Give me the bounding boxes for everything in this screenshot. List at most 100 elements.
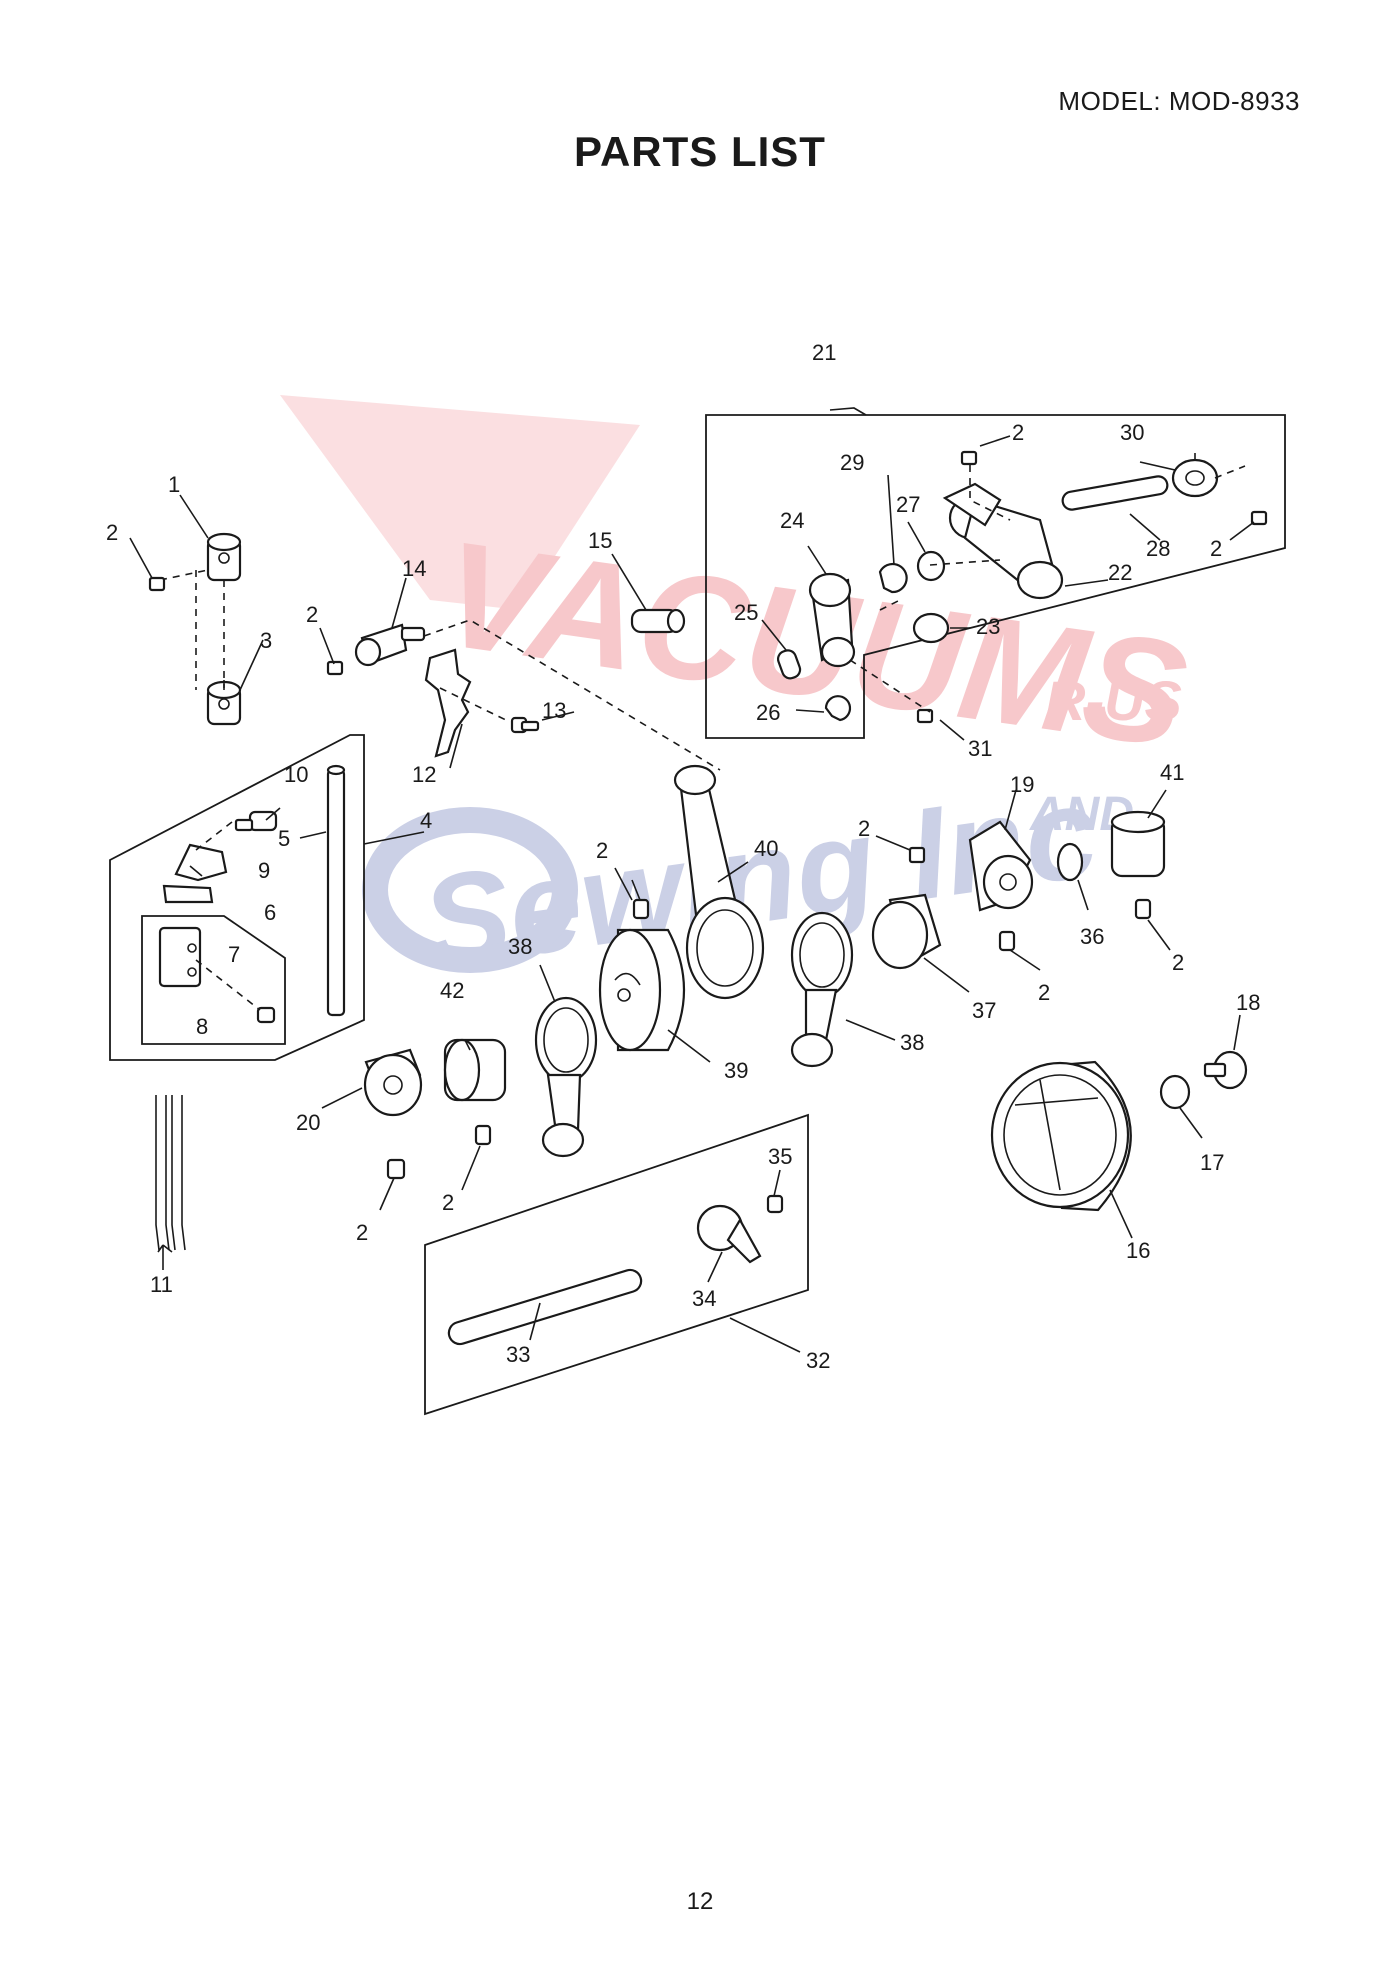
pin-part-25: [776, 649, 802, 680]
callout-2: 2: [1038, 980, 1050, 1005]
cam-part-20: [363, 1048, 423, 1117]
thread-guide-part-9: [162, 843, 228, 904]
group-box-32: [424, 1113, 809, 1416]
set-screw: [474, 1124, 492, 1146]
cam-part-37: [871, 893, 942, 970]
callout-37: 37: [972, 998, 996, 1023]
leader-line: [541, 711, 575, 721]
set-screw: [632, 898, 650, 920]
callout-2: 2: [858, 816, 870, 841]
leader-line: [1147, 919, 1171, 951]
leader-line: [157, 1244, 173, 1270]
callout-38: 38: [900, 1030, 924, 1055]
callout-2: 2: [306, 602, 318, 627]
callout-9: 9: [258, 858, 270, 883]
leader-line: [875, 835, 911, 851]
leader-line: [1233, 1014, 1241, 1051]
callout-19: 19: [1010, 772, 1034, 797]
cam-part-19: [968, 820, 1034, 912]
callout-27: 27: [896, 492, 920, 517]
leader-line: [887, 474, 895, 566]
leader-line: [923, 957, 970, 993]
group-box-6: [141, 915, 286, 1045]
bushing-part-42: [443, 1038, 507, 1102]
callout-35: 35: [768, 1144, 792, 1169]
leader-line: [319, 627, 335, 665]
leader-line: [1077, 879, 1089, 911]
screw-part-31: [916, 708, 934, 724]
leader-line: [265, 807, 281, 821]
page-number: 12: [686, 1888, 714, 1915]
leader-line: [773, 1169, 781, 1197]
leader-line: [391, 577, 407, 629]
callout-26: 26: [756, 700, 780, 725]
callout-32: 32: [806, 1348, 830, 1373]
collar-part-1: [206, 532, 242, 582]
leader-line: [299, 831, 327, 839]
assembly-guide-lines: [195, 821, 261, 1011]
assembly-guide-lines: [423, 619, 721, 771]
callout-21: 21: [812, 340, 836, 365]
callout-34: 34: [692, 1286, 716, 1311]
screw-part-18: [1203, 1050, 1248, 1090]
leader-line: [979, 435, 1011, 447]
pulley-part-16: [990, 1060, 1132, 1212]
collar-part-30: [1171, 458, 1219, 498]
screw-part-35: [766, 1194, 784, 1214]
leader-line: [795, 709, 825, 713]
leader-line: [845, 1019, 896, 1041]
rod-part-38-left: [534, 996, 598, 1158]
callout-40: 40: [754, 836, 778, 861]
callout-7: 7: [228, 942, 240, 967]
set-screw: [998, 930, 1016, 952]
bushing-part-41: [1110, 810, 1166, 878]
callout-18: 18: [1236, 990, 1260, 1015]
leader-line: [1129, 513, 1161, 541]
washer-part-27: [916, 550, 946, 582]
crank-part-22: [942, 482, 1064, 600]
set-screw: [148, 576, 166, 592]
callout-1: 1: [168, 472, 180, 497]
screw-part-13: [510, 716, 540, 734]
callout-12: 12: [412, 762, 436, 787]
rod-part-38-right: [790, 911, 854, 1068]
thread-take-up-part-12: [424, 648, 472, 758]
callout-15: 15: [588, 528, 612, 553]
leader-line: [1229, 521, 1255, 541]
crank-part-14: [354, 623, 426, 667]
callout-33: 33: [506, 1342, 530, 1367]
callout-24: 24: [780, 508, 804, 533]
leader-line: [1004, 789, 1017, 831]
callout-2: 2: [356, 1220, 368, 1245]
callout-8: 8: [196, 1014, 208, 1039]
set-screw: [386, 1158, 406, 1180]
leader-line: [363, 831, 425, 845]
washer-part-17: [1159, 1074, 1191, 1110]
assembly-guide-lines: [159, 569, 225, 690]
leader-line: [1179, 1107, 1203, 1139]
leader-line: [717, 861, 749, 883]
callout-17: 17: [1200, 1150, 1224, 1175]
leader-line: [1139, 461, 1176, 471]
leader-line: [529, 1302, 541, 1341]
set-screw: [1134, 898, 1152, 920]
callout-11: 11: [150, 1272, 173, 1297]
callout-41: 41: [1160, 760, 1184, 785]
callout-2: 2: [1210, 536, 1222, 561]
shaft-part-33: [447, 1268, 643, 1346]
leader-line: [761, 619, 787, 651]
leader-line: [179, 494, 209, 539]
leader-line: [539, 964, 556, 1003]
leader-line: [321, 1087, 363, 1109]
leader-line: [631, 879, 641, 901]
callout-2: 2: [442, 1190, 454, 1215]
callout-20: 20: [296, 1110, 320, 1135]
model-number: MODEL: MOD-8933: [1058, 86, 1300, 116]
group-box-4: [109, 734, 365, 1061]
callout-30: 30: [1120, 420, 1144, 445]
callout-2: 2: [1012, 420, 1024, 445]
set-screw: [960, 450, 978, 466]
callout-38: 38: [508, 934, 532, 959]
leader-line: [611, 553, 647, 611]
